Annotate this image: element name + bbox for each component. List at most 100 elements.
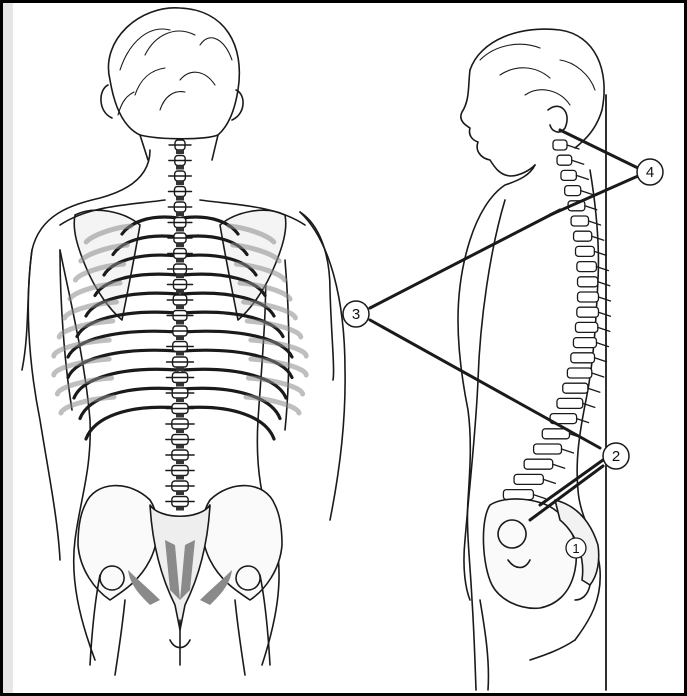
rib-left	[120, 215, 180, 236]
vertebral-gap	[176, 289, 184, 294]
leader-4-cervical	[558, 128, 640, 170]
side-vertebra	[576, 260, 598, 273]
spinous-process	[582, 402, 596, 409]
back-body-outline	[21, 149, 335, 666]
intercostal-shading	[248, 356, 309, 378]
callout-leaders	[368, 128, 640, 522]
vertebral-gap	[176, 165, 184, 170]
side-vertebra	[556, 397, 584, 410]
vertebral-gap	[176, 258, 184, 263]
callout-1: 1	[565, 537, 587, 559]
side-vertebra	[574, 321, 599, 334]
side-vertebra	[532, 443, 563, 455]
side-vertebra	[552, 139, 568, 151]
spinous-process	[575, 417, 590, 424]
rib-right	[180, 405, 276, 441]
side-vertebra	[556, 154, 573, 166]
vertebral-gap	[176, 320, 184, 325]
rib-left	[75, 310, 180, 339]
vertebral-gap	[176, 196, 184, 201]
rib-right	[180, 348, 294, 380]
side-vertebra	[572, 336, 598, 349]
back-left-ear	[100, 84, 113, 119]
side-vertebra	[572, 230, 593, 242]
back-sacrum	[149, 504, 211, 631]
spinous-process	[584, 205, 598, 211]
rib-right	[180, 272, 267, 298]
side-view-figure	[457, 28, 612, 691]
spinous-process	[593, 250, 608, 257]
callout-2-label: 2	[612, 448, 620, 465]
rib-left	[111, 234, 180, 257]
intercostal-shading	[83, 223, 134, 245]
gluteal-cleft	[169, 619, 191, 666]
side-hair	[479, 43, 596, 106]
side-buttock	[479, 599, 576, 691]
back-spine	[165, 139, 195, 511]
vertebral-gap	[176, 475, 184, 480]
side-hip-socket	[497, 519, 531, 569]
rib-cage	[51, 215, 309, 441]
spinous-process	[593, 357, 608, 363]
spinous-process	[587, 387, 601, 393]
vertebral-gap	[176, 243, 184, 247]
vertebral-gap	[176, 351, 184, 356]
vertebral-gap	[176, 336, 184, 340]
side-vertebra	[523, 458, 554, 470]
intercostal-shading	[54, 375, 115, 397]
leader-2-lumbar	[538, 458, 605, 507]
rib-left	[84, 405, 180, 441]
intercostal-shading	[245, 375, 306, 397]
intercostal-shading	[244, 318, 304, 340]
femurs	[89, 565, 271, 676]
side-vertebra	[576, 291, 600, 303]
callout-2-circle	[602, 442, 630, 470]
rib-left	[72, 367, 180, 400]
leader-3-upper	[368, 208, 562, 310]
vertebral-gap	[176, 305, 184, 309]
rib-right	[180, 215, 240, 236]
spinous-process	[532, 493, 547, 500]
vertebral-gap	[176, 460, 184, 464]
vertebral-gap	[176, 398, 184, 402]
rib-left	[66, 348, 180, 380]
leader-4-thoracic	[548, 174, 640, 217]
side-face-profile	[460, 69, 536, 177]
side-vertebra	[513, 473, 545, 486]
rib-left	[78, 386, 180, 421]
callout-3-label: 3	[352, 306, 360, 323]
intercostal-shading	[58, 394, 117, 416]
back-right-ear	[231, 89, 244, 121]
side-vertebra	[560, 169, 577, 182]
callout-4-circle	[636, 158, 664, 186]
intercostal-shading	[62, 299, 119, 321]
spinous-process	[597, 296, 612, 302]
back-hair-strands	[117, 28, 233, 116]
intercostal-shading	[241, 299, 298, 321]
side-arm	[463, 199, 506, 601]
vertebral-gap	[176, 444, 184, 449]
side-ear	[547, 105, 568, 133]
callout-3-circle	[342, 300, 370, 328]
rib-left	[84, 291, 180, 318]
intercostal-shading	[72, 261, 127, 283]
vertebral-gap	[176, 367, 184, 371]
rib-right	[180, 310, 285, 339]
intercostal-shading	[248, 337, 309, 359]
coccyx	[574, 584, 591, 601]
side-vertebra	[502, 488, 535, 501]
vertebral-gap	[176, 413, 184, 418]
rib-right	[180, 367, 288, 400]
callout-4: 4	[636, 158, 664, 186]
side-vertebra	[566, 367, 593, 379]
spinous-process	[597, 326, 611, 333]
spinous-process	[560, 448, 575, 454]
intercostal-shading	[51, 337, 112, 359]
spinous-process	[597, 311, 612, 317]
side-vertebra	[562, 382, 589, 394]
back-neck	[139, 134, 219, 161]
callout-2: 2	[602, 442, 630, 470]
rib-left	[66, 329, 180, 359]
spinous-process	[595, 341, 610, 348]
